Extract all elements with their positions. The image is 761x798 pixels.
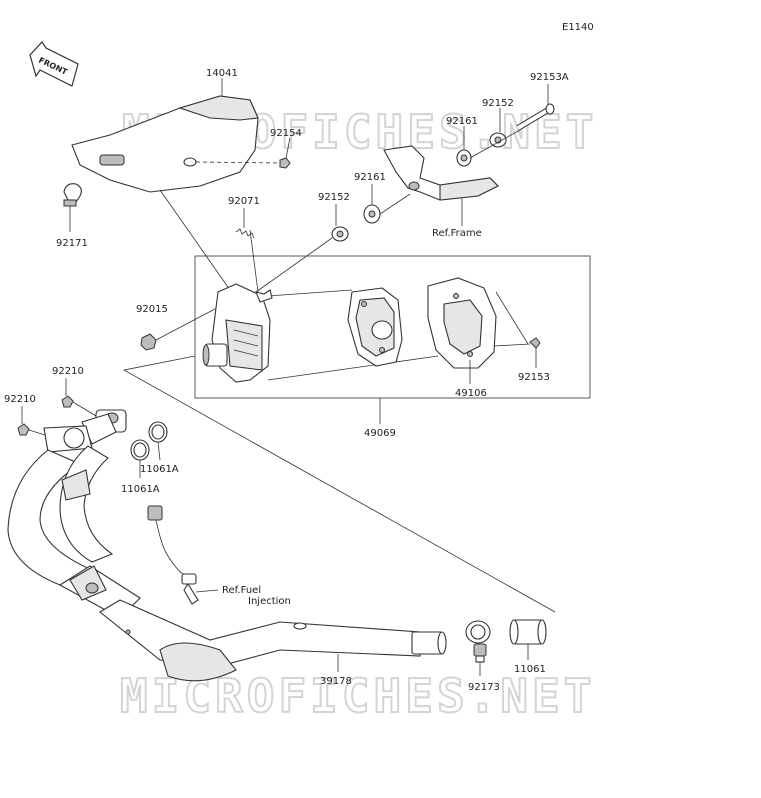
label-92071: 92071 bbox=[228, 196, 260, 207]
nut-92210-lower bbox=[17, 423, 30, 436]
label-11061: 11061 bbox=[514, 664, 546, 675]
label-92210-lower: 92210 bbox=[4, 394, 36, 405]
label-92154: 92154 bbox=[270, 128, 302, 139]
gasket-11061 bbox=[509, 619, 547, 645]
label-14041: 14041 bbox=[206, 68, 238, 79]
muffler-cover-49106 bbox=[427, 277, 497, 369]
heat-guard-14041 bbox=[71, 95, 283, 193]
bolt-92154 bbox=[279, 157, 291, 169]
collar-92152-upper bbox=[489, 132, 507, 148]
label-92152-lower: 92152 bbox=[318, 192, 350, 203]
label-ref-frame: Ref.Frame bbox=[432, 228, 482, 239]
label-92173: 92173 bbox=[468, 682, 500, 693]
bolt-92153 bbox=[529, 337, 541, 349]
label-92153A: 92153A bbox=[530, 72, 569, 83]
muffler-assembly-box bbox=[194, 255, 591, 399]
front-arrow-icon: FRONT bbox=[29, 41, 79, 87]
clamp-92171 bbox=[63, 183, 82, 207]
label-ref-fuel: Ref.Fuel bbox=[222, 585, 261, 596]
collar-92152-lower bbox=[331, 226, 349, 242]
label-49106: 49106 bbox=[455, 388, 487, 399]
exhaust-pipe-39178 bbox=[7, 409, 447, 682]
label-92161-upper: 92161 bbox=[446, 116, 478, 127]
gasket-11061A-lower bbox=[130, 439, 150, 461]
clamp-92173 bbox=[465, 620, 491, 663]
grommet-92161-lower bbox=[363, 204, 381, 224]
muffler-49069 bbox=[202, 283, 439, 383]
diagram-code: E1140 bbox=[562, 22, 594, 33]
spring-92071 bbox=[235, 228, 255, 239]
bolt-92153A bbox=[516, 103, 555, 131]
label-92171: 92171 bbox=[56, 238, 88, 249]
label-39178: 39178 bbox=[320, 676, 352, 687]
label-92210-upper: 92210 bbox=[52, 366, 84, 377]
nut-92015 bbox=[140, 333, 157, 351]
muffler-end-plate bbox=[347, 287, 403, 367]
label-49069: 49069 bbox=[364, 428, 396, 439]
label-92153: 92153 bbox=[518, 372, 550, 383]
label-11061A-lower: 11061A bbox=[121, 484, 160, 495]
label-92152-upper: 92152 bbox=[482, 98, 514, 109]
label-11061A-upper: 11061A bbox=[140, 464, 179, 475]
oxygen-sensor bbox=[147, 505, 199, 605]
frame-bracket bbox=[383, 145, 499, 201]
label-ref-injection: Injection bbox=[248, 596, 291, 607]
nut-92210-upper bbox=[61, 395, 74, 408]
grommet-92161-upper bbox=[456, 149, 472, 167]
gasket-11061A-upper bbox=[148, 421, 168, 443]
label-92161-lower: 92161 bbox=[354, 172, 386, 183]
label-92015: 92015 bbox=[136, 304, 168, 315]
